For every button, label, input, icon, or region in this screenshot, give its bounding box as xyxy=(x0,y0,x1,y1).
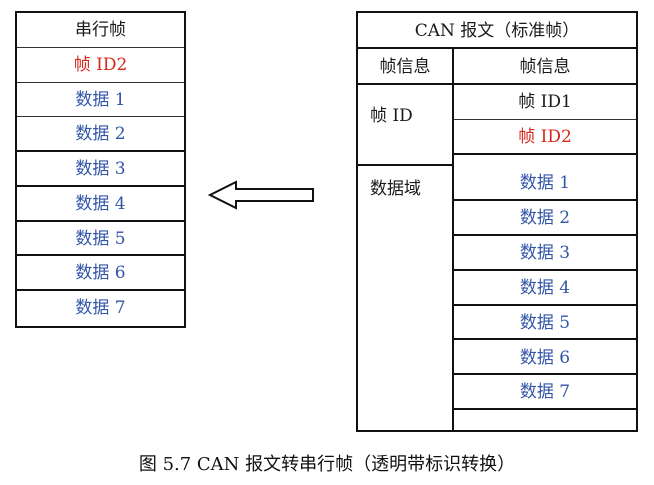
can-frame: CAN 报文（标准帧） 帧信息 帧信息 帧 ID 数据域 帧 ID1 帧 ID2… xyxy=(356,11,638,432)
serial-row: 数据 7 xyxy=(75,298,126,318)
can-id-row: 帧 ID1 xyxy=(454,85,636,120)
can-data-row: 数据 4 xyxy=(454,271,636,306)
serial-row: 数据 5 xyxy=(17,222,184,257)
frame-id-label: 帧 ID xyxy=(358,85,454,166)
serial-frame-title: 串行帧 xyxy=(17,13,184,48)
can-header-right: 帧信息 xyxy=(454,49,636,85)
serial-row: 数据 4 xyxy=(17,187,184,222)
serial-row: 数据 1 xyxy=(17,83,184,118)
can-data-row: 数据 1 xyxy=(454,166,636,201)
figure-caption: 图 5.7 CAN 报文转串行帧（透明带标识转换） xyxy=(138,454,516,475)
can-data-row: 数据 3 xyxy=(454,236,636,271)
serial-frame: 串行帧 帧 ID2 数据 1 数据 2 数据 3 数据 4 数据 5 数据 6 … xyxy=(15,11,186,328)
can-data-row: 数据 7 xyxy=(454,375,636,411)
can-data-row-empty xyxy=(454,410,636,430)
can-data-row: 数据 2 xyxy=(454,201,636,236)
left-arrow-icon xyxy=(208,180,314,210)
can-id-row: 帧 ID2 xyxy=(454,120,636,155)
data-field-label: 数据域 xyxy=(358,166,454,430)
can-frame-title: CAN 报文（标准帧） xyxy=(358,13,636,49)
serial-row: 数据 3 xyxy=(17,152,184,187)
serial-row: 数据 6 xyxy=(17,256,184,291)
serial-row: 帧 ID2 xyxy=(17,48,184,83)
can-data-row: 数据 5 xyxy=(454,306,636,341)
can-header-left: 帧信息 xyxy=(358,49,454,85)
serial-row: 数据 2 xyxy=(17,117,184,152)
can-data-row: 数据 6 xyxy=(454,341,636,376)
